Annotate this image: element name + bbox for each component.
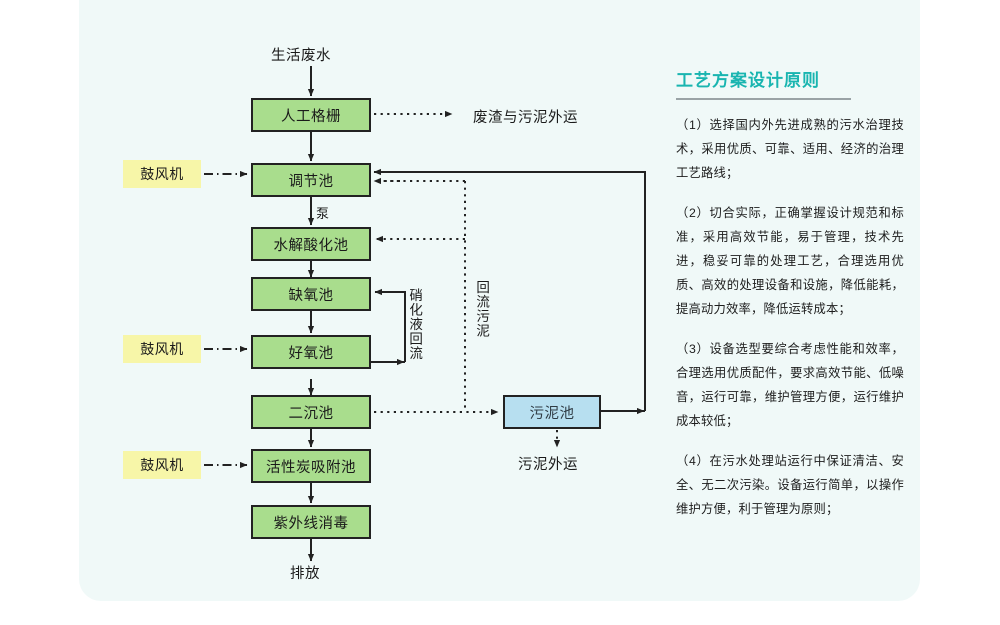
process-box-label: 水解酸化池 — [273, 237, 349, 254]
process-box-uv-disinfection[interactable]: 紫外线消毒 — [251, 505, 371, 539]
process-box-activated-carbon-adsorption-tank[interactable]: 活性炭吸附池 — [251, 449, 371, 483]
blower-box-2[interactable]: 鼓风机 — [123, 335, 201, 363]
process-box-label: 好氧池 — [288, 345, 334, 362]
process-box-label: 人工格栅 — [281, 108, 341, 125]
blower-label: 鼓风机 — [140, 457, 184, 473]
principle-paragraph-3: （3）设备选型要综合考虑性能和效率，合理选用优质配件，要求高效节能、低噪音，运行… — [676, 341, 904, 428]
process-box-regulating-tank[interactable]: 调节池 — [251, 163, 371, 197]
process-box-hydrolysis-acidification-tank[interactable]: 水解酸化池 — [251, 227, 371, 261]
principle-paragraph-2: （2）切合实际，正确掌握设计规范和标准，采用高效节能，易于管理，技术先进，稳妥可… — [676, 205, 904, 316]
blower-label: 鼓风机 — [140, 166, 184, 182]
nitrification-return-label: 硝化液回流 — [407, 288, 423, 361]
principles-title: 工艺方案设计原则 — [676, 71, 820, 90]
pump-label: 泵 — [316, 206, 330, 221]
process-box-sludge-tank[interactable]: 污泥池 — [503, 395, 601, 429]
title-underline — [676, 98, 851, 100]
process-box-secondary-sedimentation-tank[interactable]: 二沉池 — [251, 395, 371, 429]
process-box-manual-grille[interactable]: 人工格栅 — [251, 98, 371, 132]
inlet-label: 生活废水 — [271, 48, 331, 64]
principle-paragraph-1: （1）选择国内外先进成熟的污水治理技术，采用优质、可靠、适用、经济的治理工艺路线… — [676, 118, 904, 180]
sludge-return-label: 回流污泥 — [474, 280, 490, 338]
process-box-label: 调节池 — [288, 173, 334, 190]
sludge-transport-label: 污泥外运 — [518, 457, 578, 473]
process-box-label: 活性炭吸附池 — [266, 459, 356, 476]
blower-label: 鼓风机 — [140, 341, 184, 357]
process-box-aerobic-tank[interactable]: 好氧池 — [251, 335, 371, 369]
process-box-anoxic-tank[interactable]: 缺氧池 — [251, 277, 371, 311]
process-box-label: 污泥池 — [529, 405, 575, 422]
blower-box-1[interactable]: 鼓风机 — [123, 160, 201, 188]
process-box-label: 缺氧池 — [288, 287, 334, 304]
principle-paragraph-4: （4）在污水处理站运行中保证清洁、安全、无二次污染。设备运行简单，以操作维护方便… — [676, 453, 904, 516]
principles-column: 工艺方案设计原则 （1）选择国内外先进成熟的污水治理技术，采用优质、可靠、适用、… — [676, 66, 904, 538]
process-box-label: 二沉池 — [288, 405, 334, 422]
waste-transport-label: 废渣与污泥外运 — [473, 110, 578, 126]
blower-box-3[interactable]: 鼓风机 — [123, 451, 201, 479]
process-box-label: 紫外线消毒 — [273, 515, 349, 532]
outlet-label: 排放 — [290, 566, 320, 582]
